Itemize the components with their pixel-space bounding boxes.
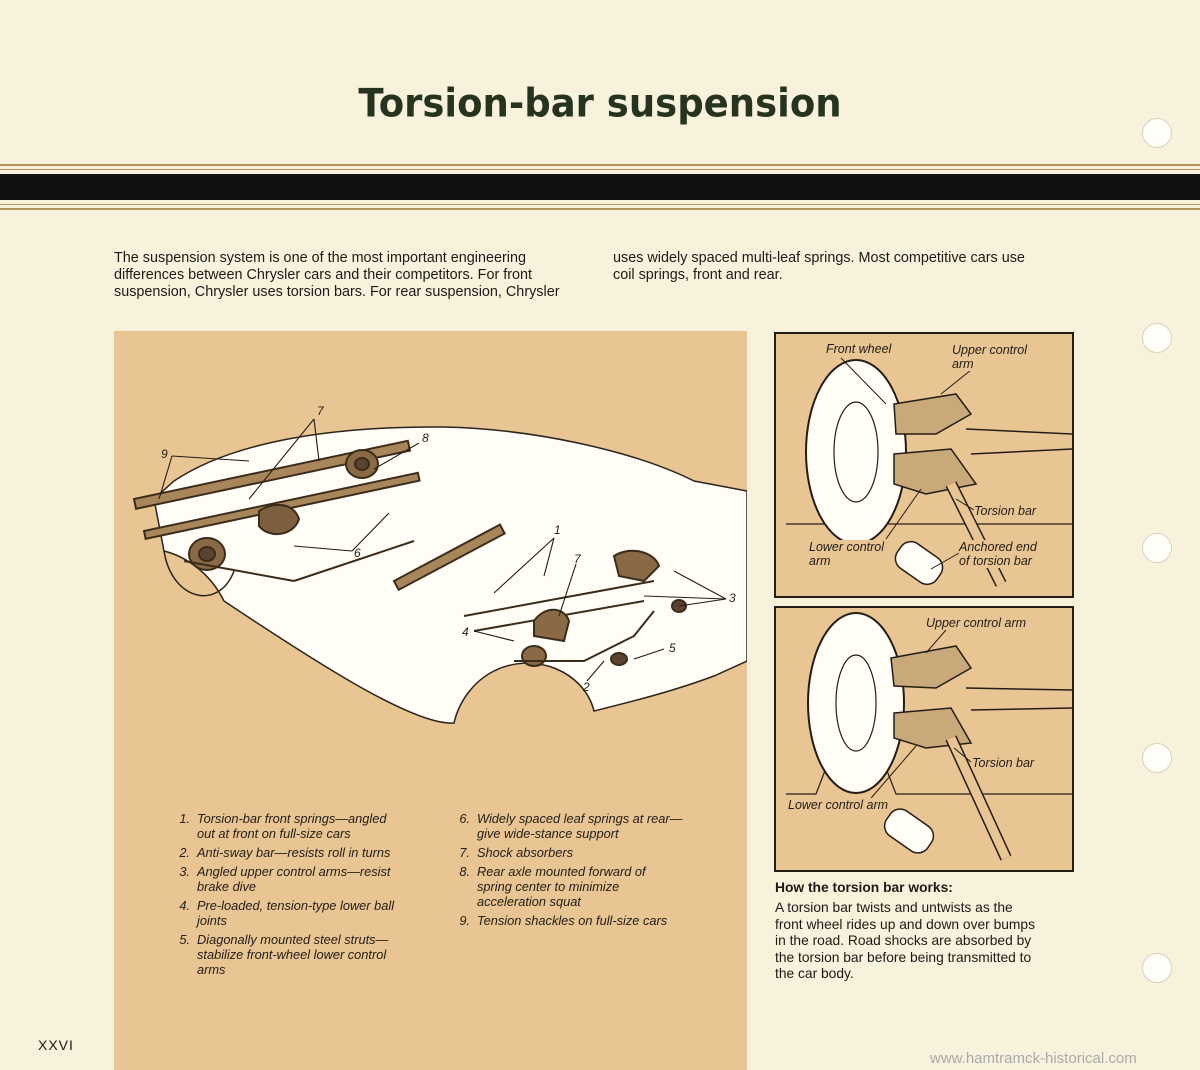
- how-line: in the road. Road shocks are absorbed by: [775, 933, 1032, 948]
- how-line: front wheel rides up and down over bumps: [775, 916, 1035, 932]
- page-title: Torsion-bar suspension: [358, 80, 842, 127]
- how-heading: How the torsion bar works:: [775, 880, 953, 895]
- intro-column-1: The suspension system is one of the most…: [114, 250, 584, 301]
- site-watermark: www.hamtramck-historical.com: [930, 1050, 1137, 1067]
- callout-2: 2: [583, 680, 590, 694]
- label-lower-control-arm-2: Lower control arm: [788, 798, 889, 812]
- binder-hole: [1142, 533, 1172, 563]
- car-silhouette: [153, 426, 747, 724]
- intro-line: uses widely spaced multi-leaf springs. M…: [613, 250, 1025, 266]
- label-upper-control-arm-2: Upper control arm: [926, 616, 1027, 630]
- binder-hole: [1142, 743, 1172, 773]
- intro-line: differences between Chrysler cars and th…: [114, 267, 533, 283]
- intro-line: The suspension system is one of the most…: [114, 250, 526, 266]
- header-rule-thick: [0, 174, 1200, 200]
- legend-item: 6.Widely spaced leaf springs at rear—giv…: [459, 811, 683, 841]
- car-suspension-illustration: [132, 418, 747, 724]
- intro-column-2: uses widely spaced multi-leaf springs. M…: [613, 250, 1083, 284]
- binder-hole: [1142, 953, 1172, 983]
- torsion-bar-diagram-2: Upper control arm Torsion bar Lower cont…: [774, 606, 1074, 872]
- legend-item: 5.Diagonally mounted steel struts—stabil…: [179, 932, 389, 977]
- callout-6: 6: [354, 546, 361, 560]
- callout-7: 7: [317, 404, 324, 418]
- callout-3: 3: [729, 591, 736, 605]
- binder-hole: [1142, 323, 1172, 353]
- callout-9: 9: [161, 447, 168, 461]
- suspension-figure-panel: 9 7 8 6 1 7 3 4 5 2 1.Torsion-bar front …: [114, 331, 747, 1070]
- callout-7-front: 7: [574, 552, 581, 566]
- callout-1: 1: [554, 523, 561, 537]
- car-wheel-arch-rear: [163, 550, 235, 597]
- legend-item: 9.Tension shackles on full-size cars: [459, 913, 668, 928]
- callout-8: 8: [422, 431, 429, 445]
- callout-4: 4: [462, 625, 469, 639]
- header-rule-bottom-2: [0, 208, 1200, 210]
- page-number: XXVI: [38, 1037, 74, 1053]
- label-torsion-bar: Torsion bar: [974, 504, 1037, 518]
- how-line: A torsion bar twists and untwists as the: [775, 900, 1013, 915]
- callout-5: 5: [669, 641, 676, 655]
- intro-line: coil springs, front and rear.: [613, 267, 783, 283]
- how-line: the car body.: [775, 966, 854, 981]
- label-front-wheel: Front wheel: [826, 342, 892, 356]
- rear-axle-assembly: [132, 439, 421, 582]
- torsion-bar-illustration-2: [786, 612, 1072, 861]
- legend-right-column: 6.Widely spaced leaf springs at rear—giv…: [452, 811, 702, 932]
- how-line: the torsion bar before being transmitted…: [775, 949, 1032, 965]
- header-rule-bottom: [0, 204, 1200, 205]
- how-body: A torsion bar twists and untwists as the…: [775, 900, 1075, 983]
- binder-hole: [1142, 118, 1172, 148]
- header-rule-top: [0, 164, 1200, 166]
- callout-leaders: [158, 418, 727, 682]
- legend-item: 7.Shock absorbers: [459, 845, 574, 860]
- legend-item: 2.Anti-sway bar—resists roll in turns: [179, 845, 391, 860]
- label-torsion-bar-2: Torsion bar: [972, 756, 1035, 770]
- intro-line: suspension, Chrysler uses torsion bars. …: [114, 284, 560, 300]
- header-rule-top-2: [0, 169, 1200, 170]
